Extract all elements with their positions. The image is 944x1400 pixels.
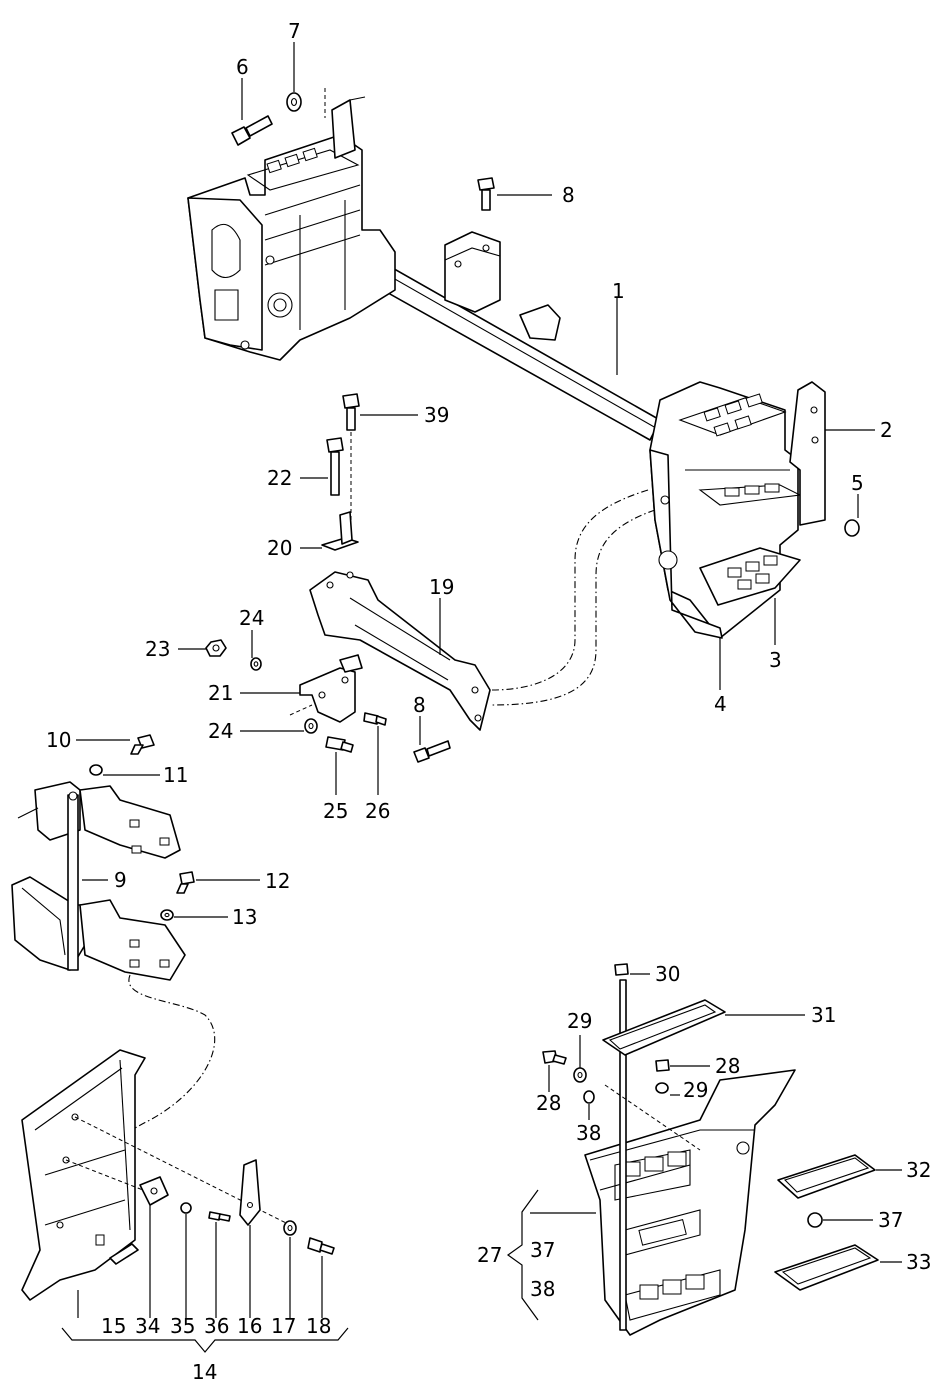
bracket-20 [321, 511, 359, 551]
step-plate-32 [777, 1154, 876, 1199]
right-step-assembly-27 [584, 979, 796, 1336]
callout-11: 11 [163, 763, 188, 787]
washer-29-left [573, 1067, 587, 1083]
callout-24-lower: 24 [208, 719, 233, 743]
washer-24-lower [304, 718, 318, 734]
step-plate-31 [602, 999, 726, 1056]
bolt-8-top [477, 177, 495, 211]
brace-27 [506, 1189, 539, 1321]
washer-29-right [655, 1082, 669, 1094]
plug-37 [807, 1212, 823, 1228]
callout-8-lower: 8 [413, 693, 426, 717]
subassembly-link-lines [109, 88, 656, 1141]
callout-24-upper: 24 [239, 606, 264, 630]
callout-20: 20 [267, 536, 292, 560]
callout-17: 17 [271, 1314, 296, 1338]
callout-3: 3 [769, 648, 782, 672]
callout-28-left: 28 [536, 1091, 561, 1115]
clip-34 [139, 1176, 169, 1206]
callout-13: 13 [232, 905, 257, 929]
washer-7 [286, 92, 302, 112]
bolt-28-left [542, 1050, 567, 1065]
plug-38 [583, 1090, 595, 1104]
callout-29-left: 29 [567, 1009, 592, 1033]
callout-12: 12 [265, 869, 290, 893]
crossmember-19 [309, 571, 491, 731]
bolt-26 [363, 712, 387, 726]
callout-14: 14 [192, 1360, 217, 1384]
callout-29-right: 29 [683, 1078, 708, 1102]
bolt-39 [342, 393, 360, 431]
left-step-panel-14 [21, 1049, 291, 1301]
hinge-bracket-9 [11, 781, 186, 981]
callout-34: 34 [135, 1314, 160, 1338]
callout-26: 26 [365, 799, 390, 823]
washer-11 [89, 764, 103, 776]
bolt-18 [307, 1237, 335, 1255]
callout-36: 36 [204, 1314, 229, 1338]
callout-4: 4 [714, 692, 727, 716]
callout-27: 27 [477, 1243, 502, 1267]
callout-37-brace: 37 [530, 1238, 555, 1262]
callout-leader-lines [76, 42, 902, 1318]
callout-18: 18 [306, 1314, 331, 1338]
callout-38-plug: 38 [576, 1121, 601, 1145]
bolt-6 [231, 115, 273, 146]
bolt-10 [130, 734, 155, 755]
bracket-16 [239, 1159, 261, 1226]
callout-23: 23 [145, 637, 170, 661]
callout-35: 35 [170, 1314, 195, 1338]
callout-31: 31 [811, 1003, 836, 1027]
screw-36 [208, 1211, 231, 1222]
callout-1: 1 [612, 279, 625, 303]
bolt-22 [326, 437, 344, 496]
callout-38-brace: 38 [530, 1277, 555, 1301]
callout-9: 9 [114, 868, 127, 892]
bolt-8-lower [413, 740, 451, 763]
bolt-30 [614, 963, 629, 976]
callout-10: 10 [46, 728, 71, 752]
strip-15 [109, 1243, 139, 1265]
nut-23 [205, 639, 227, 657]
main-crossmember-assembly [187, 96, 860, 639]
callout-8-top: 8 [562, 183, 575, 207]
callout-2: 2 [880, 418, 893, 442]
callout-16: 16 [237, 1314, 262, 1338]
bolt-25 [325, 736, 354, 753]
washer-24-upper [250, 657, 262, 671]
callout-22: 22 [267, 466, 292, 490]
brace-14 [61, 1327, 349, 1353]
washer-17 [283, 1220, 297, 1236]
callout-28-right: 28 [715, 1054, 740, 1078]
bracket-21 [289, 654, 363, 723]
callout-5: 5 [851, 471, 864, 495]
callout-25: 25 [323, 799, 348, 823]
bolt-28-right [655, 1059, 670, 1072]
callout-33: 33 [906, 1250, 931, 1274]
callout-19: 19 [429, 575, 454, 599]
callout-7: 7 [288, 19, 301, 43]
washer-13 [160, 909, 174, 921]
callout-labels: 1 2 3 4 5 6 7 8 8 9 10 11 12 13 14 15 16… [46, 19, 931, 1384]
callout-30: 30 [655, 962, 680, 986]
callout-32: 32 [906, 1158, 931, 1182]
callout-39: 39 [424, 403, 449, 427]
nut-35 [180, 1202, 192, 1214]
bolt-12 [176, 871, 195, 894]
callout-15: 15 [101, 1314, 126, 1338]
step-plate-33 [774, 1244, 879, 1291]
callout-37-plug: 37 [878, 1208, 903, 1232]
callout-6: 6 [236, 55, 249, 79]
callout-21: 21 [208, 681, 233, 705]
